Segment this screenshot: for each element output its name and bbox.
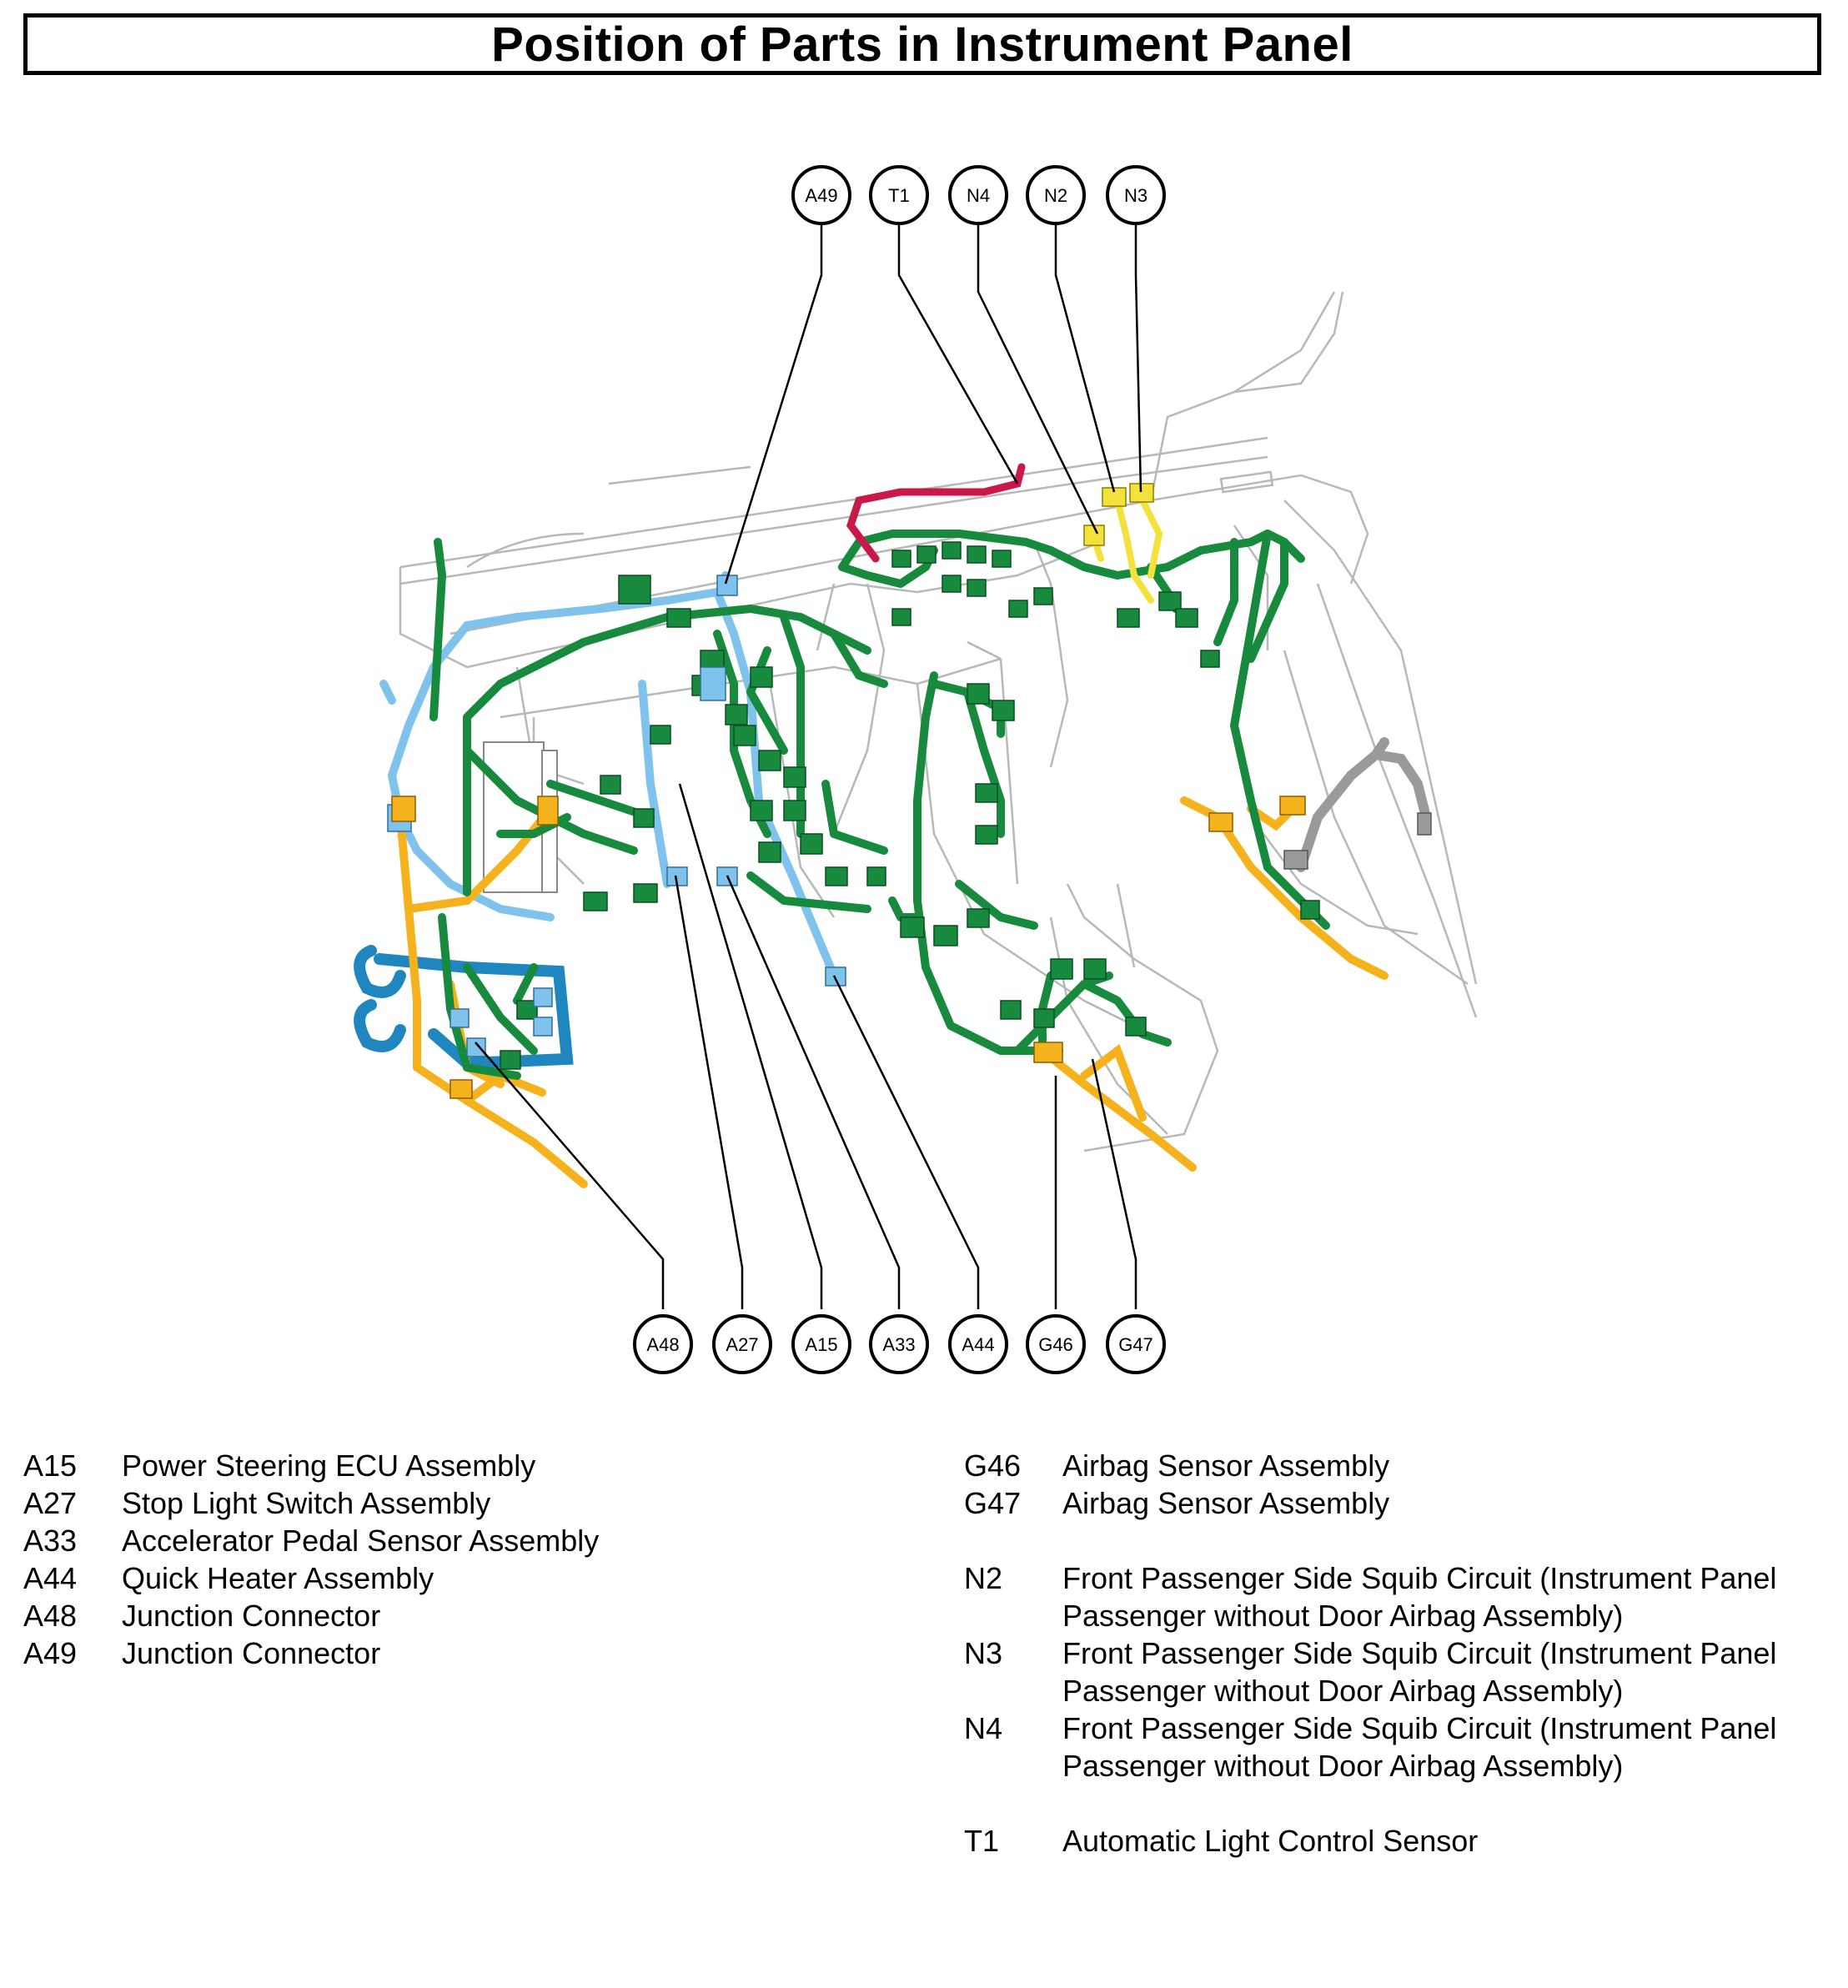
legend-code: G47 — [964, 1486, 1022, 1520]
legend-row: G47 Airbag Sensor Assembly — [964, 1484, 1831, 1522]
legend-desc: Accelerator Pedal Sensor Assembly — [122, 1524, 600, 1558]
callout-n2[interactable]: N2 — [1026, 165, 1086, 225]
legend-desc: Quick Heater Assembly — [122, 1561, 434, 1595]
svg-text:T1: T1 — [888, 185, 910, 206]
callout-n4[interactable]: N4 — [948, 165, 1008, 225]
legend-row: A27 Stop Light Switch Assembly — [23, 1484, 907, 1522]
svg-text:A49: A49 — [805, 185, 837, 206]
legend-left: A15 Power Steering ECU Assembly A27 Stop… — [23, 1447, 907, 1672]
legend-desc: Front Passenger Side Squib Circuit (Inst… — [1062, 1561, 1777, 1633]
callout-a15[interactable]: A15 — [791, 1314, 851, 1374]
callouts-top: A49 T1 N4 N2 N3 — [791, 165, 1166, 225]
instrument-panel-diagram: A49 T1 N4 N2 N3 A48 A27 A15 — [354, 165, 1478, 1374]
legend-desc: Stop Light Switch Assembly — [122, 1486, 491, 1520]
legend-desc: Airbag Sensor Assembly — [1062, 1448, 1390, 1483]
svg-text:G46: G46 — [1038, 1334, 1073, 1355]
connectors-light-blue — [387, 575, 846, 1057]
legend-row: A48 Junction Connector — [23, 1597, 907, 1634]
svg-text:A48: A48 — [646, 1334, 679, 1355]
legend-row: N3 Front Passenger Side Squib Circuit (I… — [964, 1634, 1831, 1709]
legend-code: N3 — [964, 1636, 1003, 1670]
callout-a44[interactable]: A44 — [948, 1314, 1008, 1374]
title-box: Position of Parts in Instrument Panel — [23, 13, 1821, 75]
legend-row: A15 Power Steering ECU Assembly — [23, 1447, 907, 1484]
connectors-gray — [1283, 812, 1432, 870]
svg-text:A44: A44 — [962, 1334, 994, 1355]
legend-code: A44 — [23, 1561, 78, 1595]
legend-right: G46 Airbag Sensor Assembly G47 Airbag Se… — [964, 1447, 1831, 1860]
legend-desc: Front Passenger Side Squib Circuit (Inst… — [1062, 1711, 1777, 1783]
connectors-orange — [391, 796, 1306, 1099]
legend-spacer — [964, 1785, 1831, 1822]
callout-t1[interactable]: T1 — [869, 165, 929, 225]
legend-spacer — [964, 1522, 1831, 1559]
legend-code: N2 — [964, 1561, 1003, 1595]
legend-code: T1 — [964, 1824, 1000, 1858]
legend-row: G46 Airbag Sensor Assembly — [964, 1447, 1831, 1484]
legend-code: N4 — [964, 1711, 1003, 1745]
svg-text:A27: A27 — [726, 1334, 758, 1355]
harness-gray — [1296, 737, 1431, 872]
callout-g47[interactable]: G47 — [1106, 1314, 1166, 1374]
harness-yellow — [1089, 497, 1163, 604]
leader-lines — [475, 218, 1142, 1309]
legend-row: N4 Front Passenger Side Squib Circuit (I… — [964, 1709, 1831, 1785]
svg-text:A33: A33 — [882, 1334, 915, 1355]
legend-desc: Front Passenger Side Squib Circuit (Inst… — [1062, 1636, 1777, 1708]
callout-a48[interactable]: A48 — [633, 1314, 693, 1374]
legend-desc: Junction Connector — [122, 1599, 381, 1633]
callouts-bottom: A48 A27 A15 A33 A44 G46 G47 — [633, 1314, 1166, 1374]
callout-a27[interactable]: A27 — [712, 1314, 772, 1374]
legend-row: T1 Automatic Light Control Sensor — [964, 1822, 1831, 1860]
legend-code: A49 — [23, 1636, 78, 1670]
callout-g46[interactable]: G46 — [1026, 1314, 1086, 1374]
legend-row: A44 Quick Heater Assembly — [23, 1559, 907, 1597]
svg-text:N4: N4 — [967, 185, 990, 206]
svg-text:A15: A15 — [805, 1334, 837, 1355]
svg-text:N3: N3 — [1124, 185, 1147, 206]
legend-code: G46 — [964, 1448, 1022, 1483]
connectors-yellow — [1083, 483, 1154, 546]
legend-row: A49 Junction Connector — [23, 1634, 907, 1672]
legend-code: A15 — [23, 1448, 78, 1483]
legend-code: A27 — [23, 1486, 78, 1520]
legend-code: A33 — [23, 1524, 78, 1558]
legend-desc: Automatic Light Control Sensor — [1062, 1824, 1479, 1858]
page-title: Position of Parts in Instrument Panel — [491, 17, 1353, 72]
legend-desc: Airbag Sensor Assembly — [1062, 1486, 1390, 1520]
connectors-green — [500, 541, 1320, 1070]
callout-a49[interactable]: A49 — [791, 165, 851, 225]
legend-row: N2 Front Passenger Side Squib Circuit (I… — [964, 1559, 1831, 1634]
legend-desc: Power Steering ECU Assembly — [122, 1448, 536, 1483]
svg-text:G47: G47 — [1118, 1334, 1153, 1355]
svg-text:N2: N2 — [1044, 185, 1067, 206]
callout-n3[interactable]: N3 — [1106, 165, 1166, 225]
legend-desc: Junction Connector — [122, 1636, 381, 1670]
legend-row: A33 Accelerator Pedal Sensor Assembly — [23, 1522, 907, 1559]
legend-code: A48 — [23, 1599, 78, 1633]
callout-a33[interactable]: A33 — [869, 1314, 929, 1374]
